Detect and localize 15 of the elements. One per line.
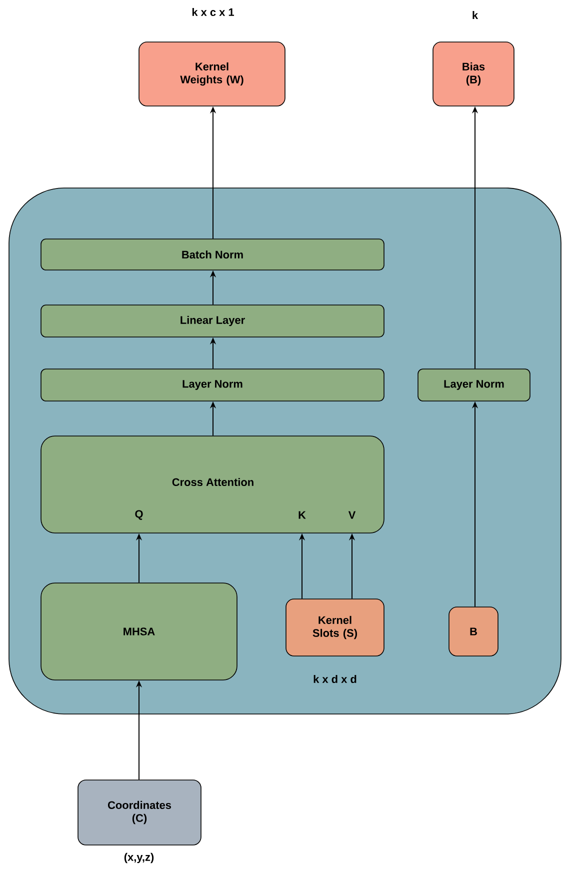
size-label: k x c x 1 [192,8,234,16]
input-box: B [448,606,498,656]
input-box: Kernel Slots (S) [286,598,384,656]
size-label: k x d x d [314,674,356,684]
size-label: (x,y,z) [124,852,154,864]
input-box: Coordinates (C) [78,780,202,846]
layer-box: Layer Norm [40,368,384,402]
layer-box: Batch Norm [40,238,384,270]
attention-box: Cross Attention Q K V [40,436,384,534]
size-label: k [472,11,478,19]
output-box: Bias (B) [432,42,514,106]
output-box: Kernel Weights (W) [138,42,286,106]
layer-box: Layer Norm [418,368,530,402]
layer-box: Linear Layer [40,304,384,338]
block-box: MHSA [40,582,238,680]
